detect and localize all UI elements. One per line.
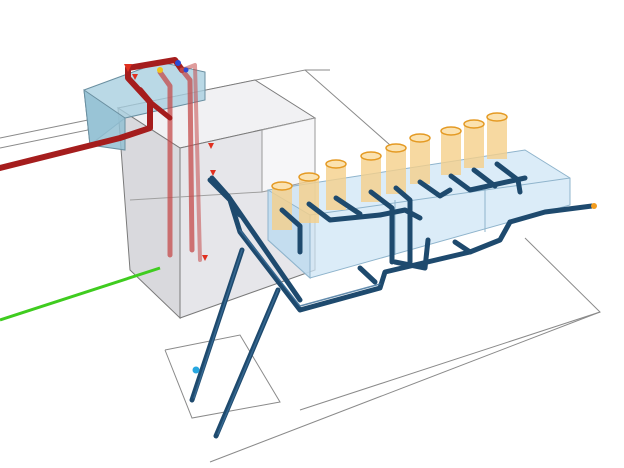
valve-marker-red-1 [124, 64, 132, 72]
red-pipe-markers [124, 60, 216, 261]
green-pipe [0, 266, 161, 322]
marker-blue-1 [175, 60, 181, 66]
cylinder-tank-1 [271, 181, 293, 230]
blue-pipe-highlights [193, 229, 381, 435]
cylinder-tank-9 [486, 112, 508, 159]
building-left [117, 107, 181, 320]
cylinder-tank-2 [298, 172, 320, 223]
marker-blue-2 [183, 67, 189, 73]
end-cap-orange [591, 203, 597, 209]
cylinder-tank-6 [409, 133, 431, 184]
cylinder-tank-7 [440, 126, 462, 175]
upper-glass-box [83, 61, 206, 151]
cylinder-tank-4 [360, 151, 382, 202]
building-block [116, 79, 317, 320]
cylinder-tank-5 [385, 143, 407, 194]
valve-marker-red-4 [210, 170, 216, 176]
marker-yellow-1 [157, 67, 163, 73]
valve-marker-red-5 [202, 255, 208, 261]
cylinder-tank-8 [463, 119, 485, 168]
end-cap-cyan [192, 366, 200, 374]
valve-marker-red-3 [208, 143, 214, 149]
valve-marker-red-2 [132, 74, 138, 80]
red-pipe-system [0, 57, 202, 262]
